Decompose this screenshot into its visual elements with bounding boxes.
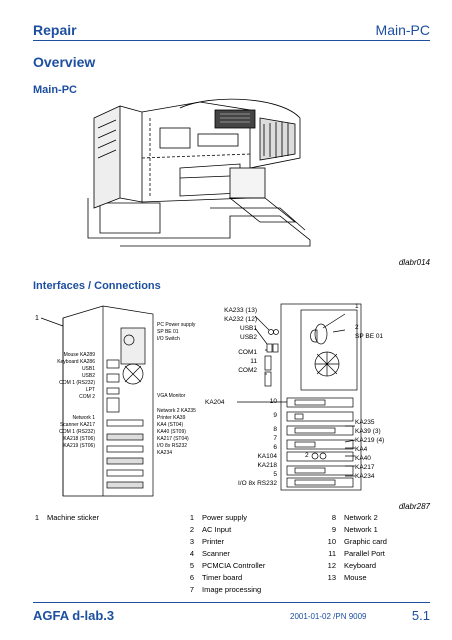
slot-label: 6	[273, 444, 277, 451]
port-label: KA232 (12)	[224, 316, 257, 323]
slot-label: 5	[273, 471, 277, 478]
port-label: KA234	[355, 473, 375, 480]
port-label: LPT	[85, 387, 95, 393]
back-panel-schematic: KA233 (13) KA232 (12) USB1 USB2 COM1 11 …	[205, 300, 430, 500]
port-label: PC Power supply SP BE 01	[157, 322, 196, 335]
port-label: KA39 (3)	[355, 428, 381, 435]
port-label: COM1	[238, 349, 257, 356]
port-label: KA40 (ST09)	[157, 429, 186, 435]
slot-label: 7	[273, 435, 277, 442]
port-label: 11	[250, 358, 257, 365]
slot-label: KA218	[257, 462, 277, 469]
port-label: COM 2	[79, 394, 95, 400]
doc-id: 2001-01-02 /PN 9009	[290, 612, 367, 621]
port-label: VGA Monitor	[157, 393, 186, 399]
machine-illustration	[80, 98, 320, 250]
port-label: KA217 (ST04)	[157, 436, 189, 442]
port-label: I/O Switch	[157, 336, 180, 342]
footer-rule	[33, 602, 430, 603]
machine-sticker-number: 1	[35, 315, 39, 322]
right-top-labels: KA233 (13) KA232 (12) USB1 USB2 COM1 11 …	[205, 306, 257, 375]
port-label: COM 1 (RS232)	[59, 429, 95, 435]
port-label: COM2	[238, 367, 257, 374]
port-label: USB2	[81, 373, 95, 379]
slot-label: I/O 8x RS232	[237, 480, 277, 487]
port-label: KA217	[355, 464, 375, 471]
interfaces-heading: Interfaces / Connections	[33, 280, 161, 292]
slot-extra-label: 2	[305, 452, 309, 459]
module-title: Main-PC	[375, 22, 430, 38]
port-label: KA219 (ST06)	[63, 443, 95, 449]
left-port-labels: Mouse KA289 Keyboard KA286 USB1 USB2 COM…	[45, 352, 95, 450]
port-label: KA235	[355, 419, 375, 426]
port-label: KA4 (ST04)	[157, 422, 184, 428]
port-label: USB1	[240, 325, 257, 332]
port-label: Network 1	[72, 415, 95, 421]
port-label: 2	[355, 324, 359, 331]
port-label: KA233 (13)	[224, 307, 257, 314]
port-label: COM 1 (RS232)	[59, 380, 95, 386]
port-label: Printer KA39	[157, 415, 186, 421]
slot-label: 8	[273, 426, 277, 433]
port-label: I/O 8x RS232 KA234	[157, 443, 188, 456]
figure1-caption: dlabr014	[398, 258, 430, 267]
port-label: USB1	[81, 366, 95, 372]
right-side-labels: 1 2 SP BE 01 KA235 KA39 (3) KA219 (4) KA…	[355, 302, 384, 481]
product-name: AGFA d-lab.3	[33, 608, 115, 623]
slot-number-labels: 10 9 8 7 6 KA104 KA218 5 I/O 8x RS232	[205, 397, 283, 488]
port-label: KA40	[355, 455, 371, 462]
port-label: Mouse KA289	[63, 352, 95, 358]
rear-panel-diagram: 1 Mouse KA289 Keyboard KA286 USB1 USB2 C…	[33, 300, 203, 500]
port-label: SP BE 01	[355, 333, 384, 340]
header-rule	[33, 40, 430, 41]
mainpc-heading: Main-PC	[33, 84, 77, 96]
overview-heading: Overview	[33, 54, 96, 70]
port-label: 1	[355, 303, 359, 310]
slot-label: KA104	[257, 453, 277, 460]
port-label: USB2	[240, 334, 257, 341]
figure2-caption: dlabr287	[398, 502, 430, 511]
port-label: Keyboard KA286	[57, 359, 95, 365]
right-port-labels: PC Power supply SP BE 01 I/O Switch VGA …	[157, 322, 203, 457]
port-label: Scanner KA217	[59, 422, 95, 428]
page-number: 5.1	[411, 608, 430, 623]
port-label: Network 2 KA235	[157, 408, 196, 414]
slot-label: 9	[273, 412, 277, 419]
section-title: Repair	[33, 22, 77, 38]
port-label: KA4	[355, 446, 368, 453]
slot-label: 10	[269, 398, 277, 405]
port-label: KA218 (ST06)	[63, 436, 95, 442]
port-label: KA219 (4)	[355, 437, 385, 444]
slot-side-label: KA204	[205, 399, 225, 406]
